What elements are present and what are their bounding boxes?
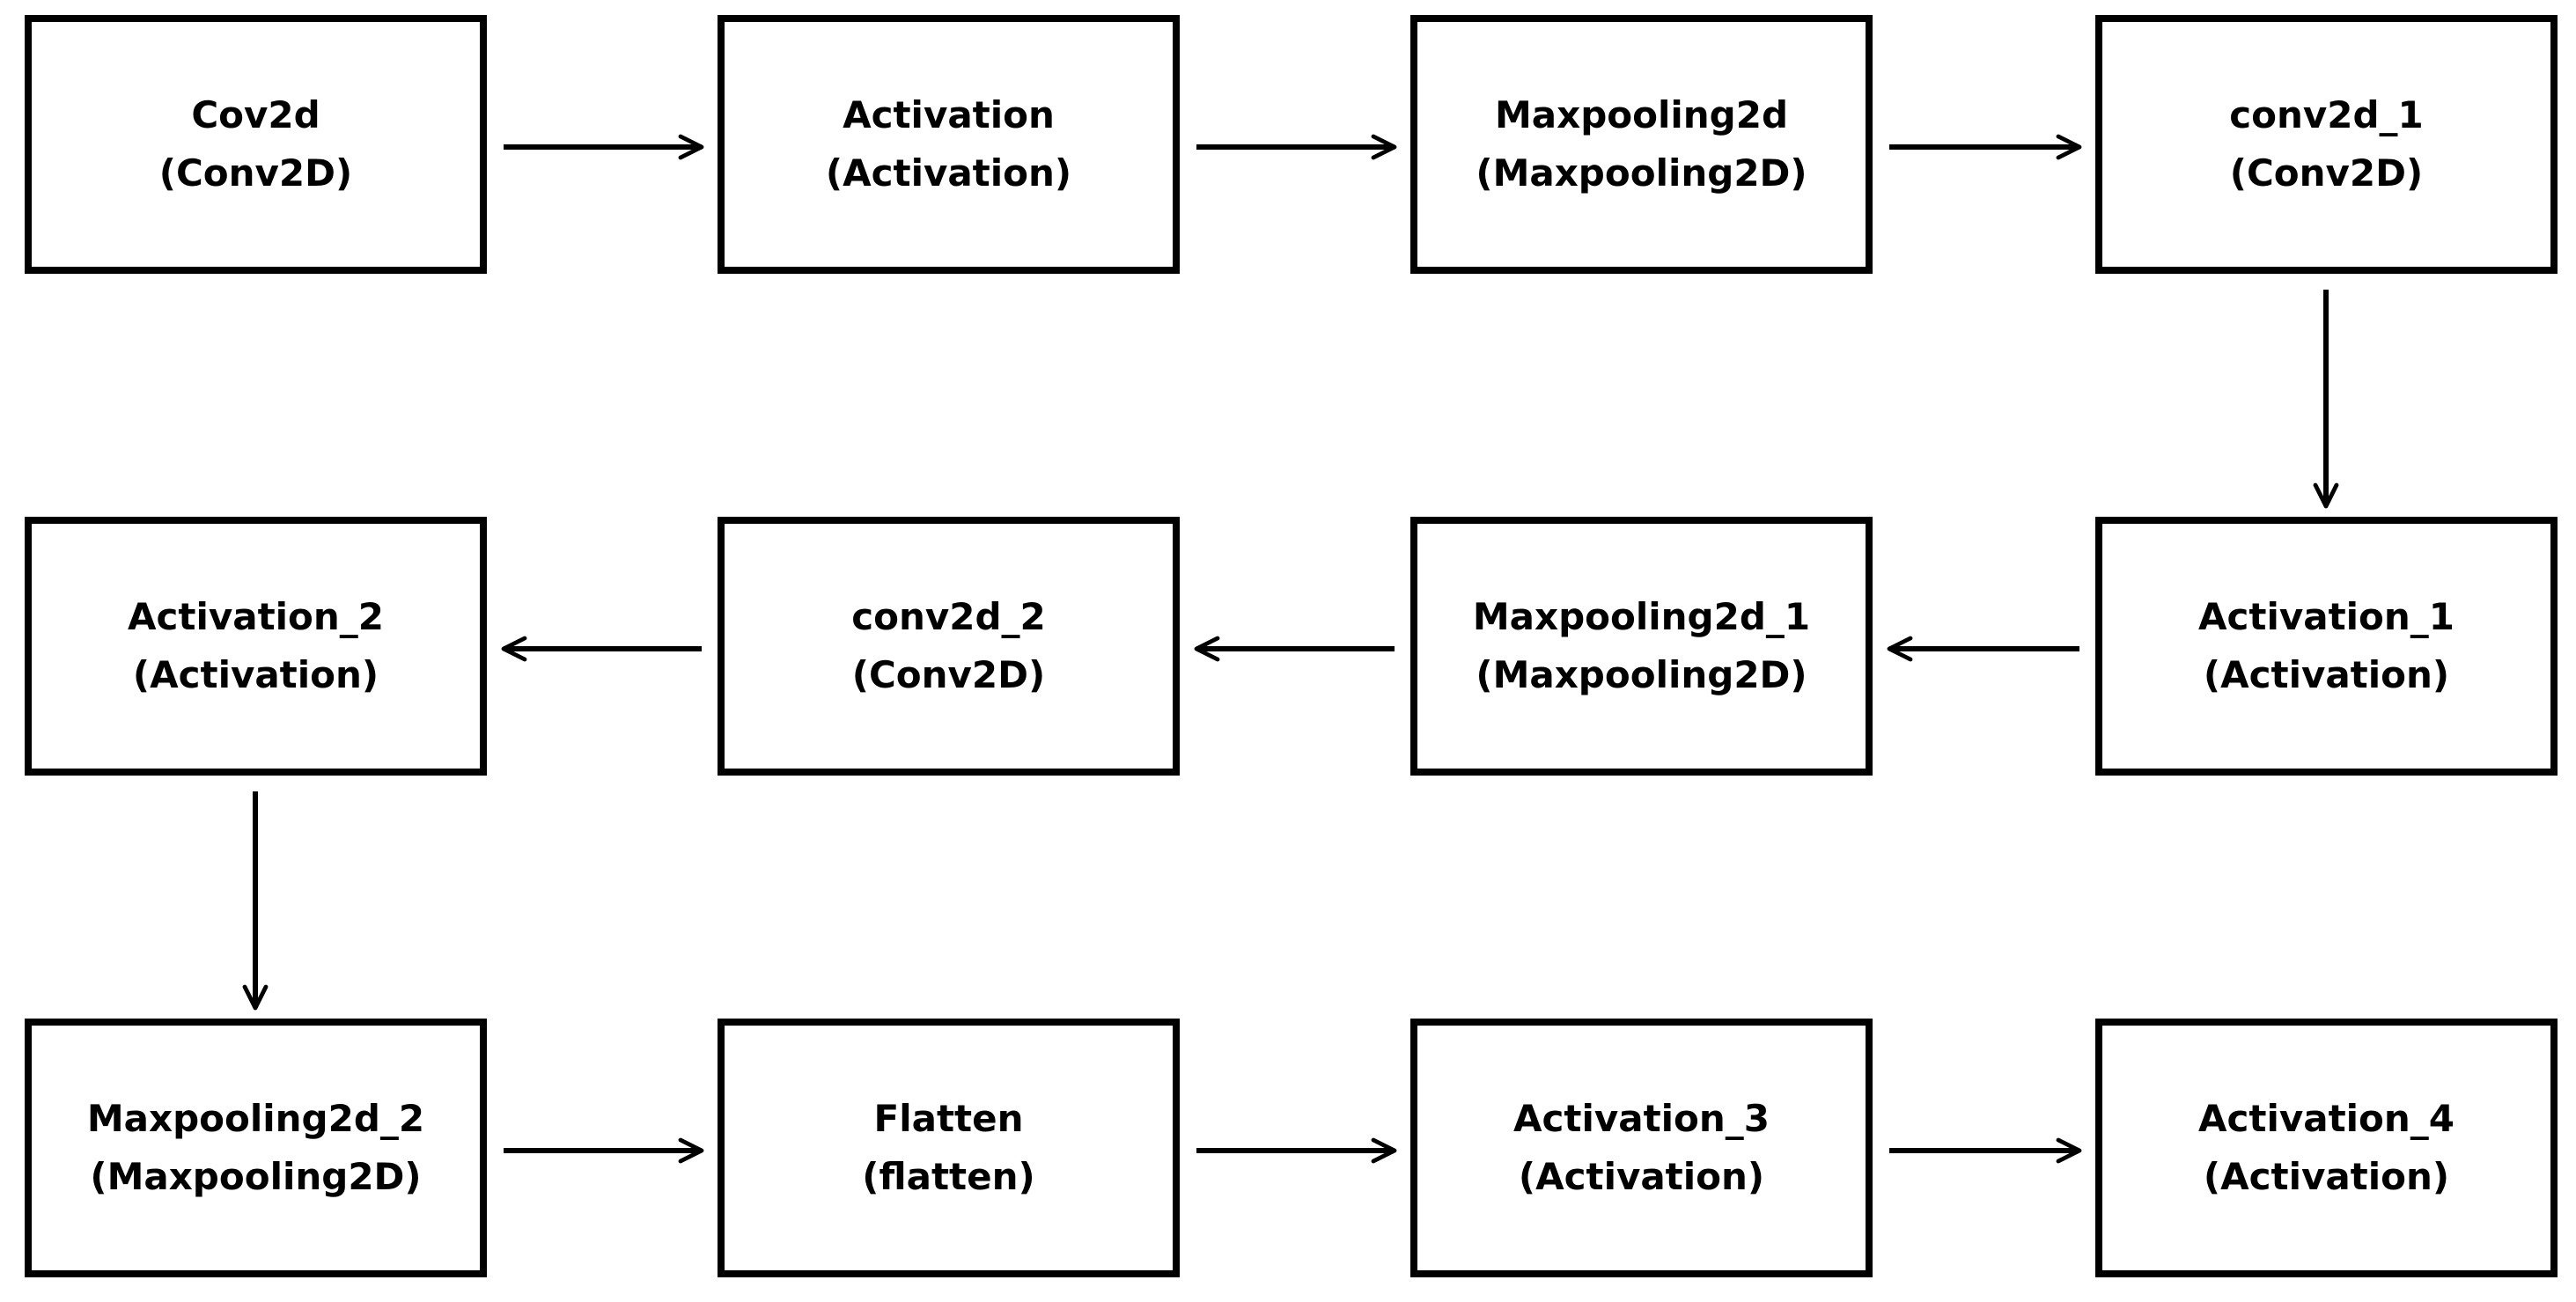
- node-name: Maxpooling2d_1: [1472, 595, 1811, 638]
- node-conv2d-2: conv2d_2 (Conv2D): [718, 517, 1180, 776]
- node-type: (Maxpooling2D): [90, 1155, 422, 1198]
- node-type: (Maxpooling2D): [1476, 653, 1807, 696]
- node-type: (Conv2D): [2229, 151, 2424, 195]
- node-type: (Activation): [132, 653, 379, 696]
- node-type: (Activation): [1518, 1155, 1765, 1198]
- node-name: conv2d_2: [851, 595, 1046, 638]
- node-cov2d: Cov2d (Conv2D): [25, 15, 487, 274]
- node-maxpooling2d-2: Maxpooling2d_2 (Maxpooling2D): [25, 1019, 487, 1277]
- node-type: (flatten): [862, 1155, 1035, 1198]
- node-name: Activation_4: [2197, 1097, 2455, 1140]
- node-activation-3: Activation_3 (Activation): [1410, 1019, 1873, 1277]
- node-type: (Activation): [825, 151, 1072, 195]
- node-maxpooling2d: Maxpooling2d (Maxpooling2D): [1410, 15, 1873, 274]
- node-type: (Activation): [2203, 653, 2450, 696]
- node-name: Flatten: [873, 1097, 1024, 1140]
- node-name: Activation_2: [127, 595, 385, 638]
- node-type: (Maxpooling2D): [1476, 151, 1807, 195]
- node-conv2d-1: conv2d_1 (Conv2D): [2095, 15, 2558, 274]
- node-activation-1: Activation_1 (Activation): [2095, 517, 2558, 776]
- node-maxpooling2d-1: Maxpooling2d_1 (Maxpooling2D): [1410, 517, 1873, 776]
- node-activation: Activation (Activation): [718, 15, 1180, 274]
- node-type: (Conv2D): [851, 653, 1046, 696]
- node-activation-4: Activation_4 (Activation): [2095, 1019, 2558, 1277]
- node-type: (Conv2D): [158, 151, 353, 195]
- node-name: Cov2d: [191, 93, 320, 136]
- node-flatten: Flatten (flatten): [718, 1019, 1180, 1277]
- node-name: Maxpooling2d: [1494, 93, 1789, 136]
- node-name: conv2d_1: [2229, 93, 2424, 136]
- node-name: Activation_3: [1512, 1097, 1770, 1140]
- node-name: Activation: [843, 93, 1055, 136]
- node-name: Maxpooling2d_2: [86, 1097, 425, 1140]
- node-type: (Activation): [2203, 1155, 2450, 1198]
- node-activation-2: Activation_2 (Activation): [25, 517, 487, 776]
- node-name: Activation_1: [2197, 595, 2455, 638]
